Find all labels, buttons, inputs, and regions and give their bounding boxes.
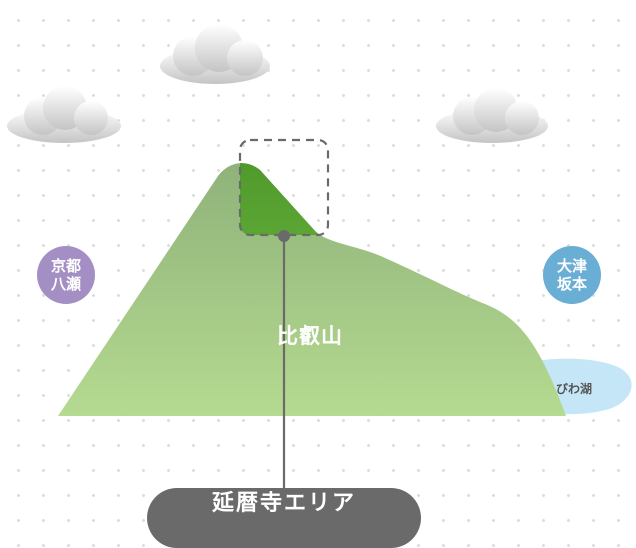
- cloud-icon: [160, 24, 270, 84]
- sakamoto-label: 坂本: [556, 275, 587, 293]
- pin-dot: [278, 230, 290, 242]
- lake-label: びわ湖: [556, 382, 593, 396]
- kyoto-label: 京都: [50, 257, 81, 275]
- otsu-label: 大津: [556, 257, 587, 275]
- cloud-icon: [436, 88, 548, 143]
- enryakuji-area-button[interactable]: 延暦寺エリア: [147, 488, 421, 548]
- mountain-shape: [58, 163, 566, 416]
- cloud-icon: [7, 86, 121, 143]
- map-scene: [58, 138, 632, 492]
- yase-label: 八瀬: [50, 275, 81, 293]
- mountain-label: 比叡山: [277, 324, 343, 348]
- otsu-sakamoto-badge[interactable]: 大津 坂本: [543, 246, 601, 304]
- selection-box[interactable]: [238, 138, 330, 237]
- kyoto-yase-badge[interactable]: 京都 八瀬: [37, 246, 95, 304]
